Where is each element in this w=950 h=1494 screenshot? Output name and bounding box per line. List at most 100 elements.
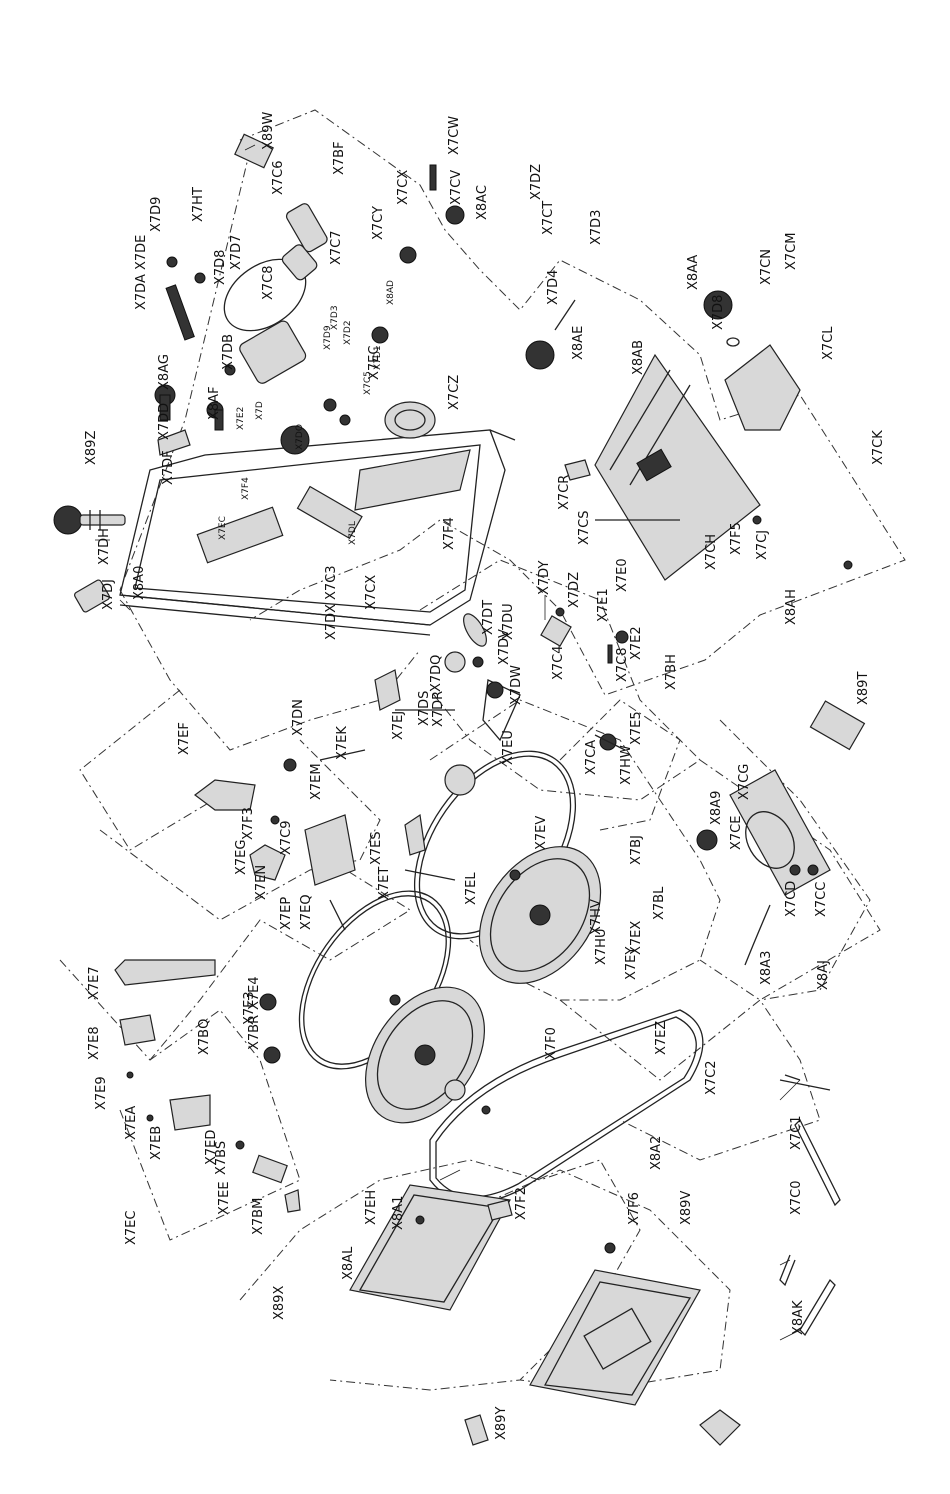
drive-pulley-parts [374,613,521,742]
part-label: X7BF [332,141,347,175]
part-label: X7DV [497,629,512,665]
part-label: X7DA [134,274,149,310]
part-label: X7ET [377,867,392,900]
upper-blade-guard-parts [194,749,456,931]
part-label: X7CG [737,764,752,800]
part-label: X7CA [584,740,599,775]
tools [779,1074,841,1337]
part-label: X7E7 [87,966,102,1000]
part-label: X7BL [652,886,667,920]
part-label: X7EV [534,816,549,850]
part-label: X7EC [367,346,382,380]
part-label: X7D4 [546,270,561,305]
part-label: X7DF [161,450,176,485]
part-label: X7C9 [279,820,294,855]
part-label: X7F6 [627,1192,642,1225]
upper-motor-parts [154,133,465,456]
part-label: X7DR [431,691,446,727]
part-label: X7DQ [429,655,444,692]
part-label: X7BQ [197,1019,212,1055]
part-label: X7DE [134,235,149,270]
part-label: X7DD [157,403,172,440]
part-label: X7EP [279,897,294,930]
part-label: X7E8 [87,1026,102,1060]
part-label: X7EH [364,1190,379,1225]
part-label: X7CY [371,206,386,240]
part-label: X7D8 [213,250,228,285]
part-label: X7CR [557,475,572,510]
part-label: X8A3 [759,951,774,985]
part-label: X7C8 [261,265,276,300]
part-label: X7CC [814,882,829,917]
part-label-small: X7DL [348,521,358,545]
part-label: X7DJ [101,579,116,610]
upper-wheel [413,750,602,984]
part-label-small: X7D2 [343,320,353,345]
part-label: X7CT [541,201,556,235]
guide-post-parts [114,959,301,1213]
part-label-small: X7D9 [323,325,333,350]
part-label: X7C4 [551,645,566,680]
leader-lines [95,144,801,1341]
part-label: X8AK [791,1300,806,1335]
part-label: X7DH [97,528,112,565]
part-label: X89Z [84,431,99,465]
cabinet-doors [349,1184,741,1446]
part-label: X8AF [207,386,222,420]
part-label: X7C1 [789,1115,804,1150]
part-label: X7HW [619,745,634,785]
part-label: X7BM [251,1198,266,1235]
part-label: X7E1 [596,588,611,622]
part-label-small: X7D1 [373,345,383,370]
part-label: X7CM [784,233,799,270]
part-label: X7E2 [629,626,644,660]
part-label: X89X [272,1286,287,1320]
part-label: X7CE [729,816,744,850]
part-label: X7BR [247,1015,262,1050]
part-label: X7EY [624,947,639,980]
handle-and-knob-parts [53,505,126,613]
part-label: X7CV [449,170,464,205]
part-label: X7CX [364,575,379,610]
part-label: X7C6 [271,160,286,195]
part-label: X7F4 [442,517,457,550]
blade-guide-parts [540,607,629,751]
part-label: X7F3 [241,807,256,840]
part-label: X7D9 [149,197,164,232]
part-label-small: X7EC [218,516,228,540]
part-label: X7EF [177,722,192,755]
part-label: X7C7 [329,230,344,265]
part-label: X7E5 [629,711,644,745]
part-label: X7C0 [789,1180,804,1215]
part-label: X7BJ [629,835,644,865]
part-label: X8AA [686,255,701,290]
part-label: X7DZ [529,164,544,200]
part-label: X7HT [191,187,206,222]
part-label: X7F0 [544,1027,559,1060]
part-label: X8AC [475,185,490,220]
part-label: X7CD [784,881,799,917]
part-label: X7EB [149,1126,164,1160]
part-label: X7E0 [615,558,630,592]
part-label-small: X7D3 [330,305,340,330]
part-label: X7DT [481,600,496,635]
part-label: X8A1 [391,1196,406,1230]
manual-book [809,700,866,751]
part-label: X7CH [704,534,719,570]
part-label: X7C3 [324,565,339,600]
part-label: X7DZ [567,572,582,608]
part-label: X7DS [417,691,432,726]
part-label: X7HU [594,929,609,965]
part-label: X8A2 [649,1136,664,1170]
part-label: X7CW [447,116,462,155]
fence-parts [696,769,831,966]
table-assembly [525,290,853,581]
part-label: X7DN [291,699,306,736]
main-frame [119,429,516,636]
part-label: X7BS [214,1141,229,1175]
part-label: X7F5 [729,522,744,555]
part-label-small: X7E2 [236,407,246,430]
part-label: X7E4 [247,976,262,1010]
part-label: X7EL [464,872,479,905]
